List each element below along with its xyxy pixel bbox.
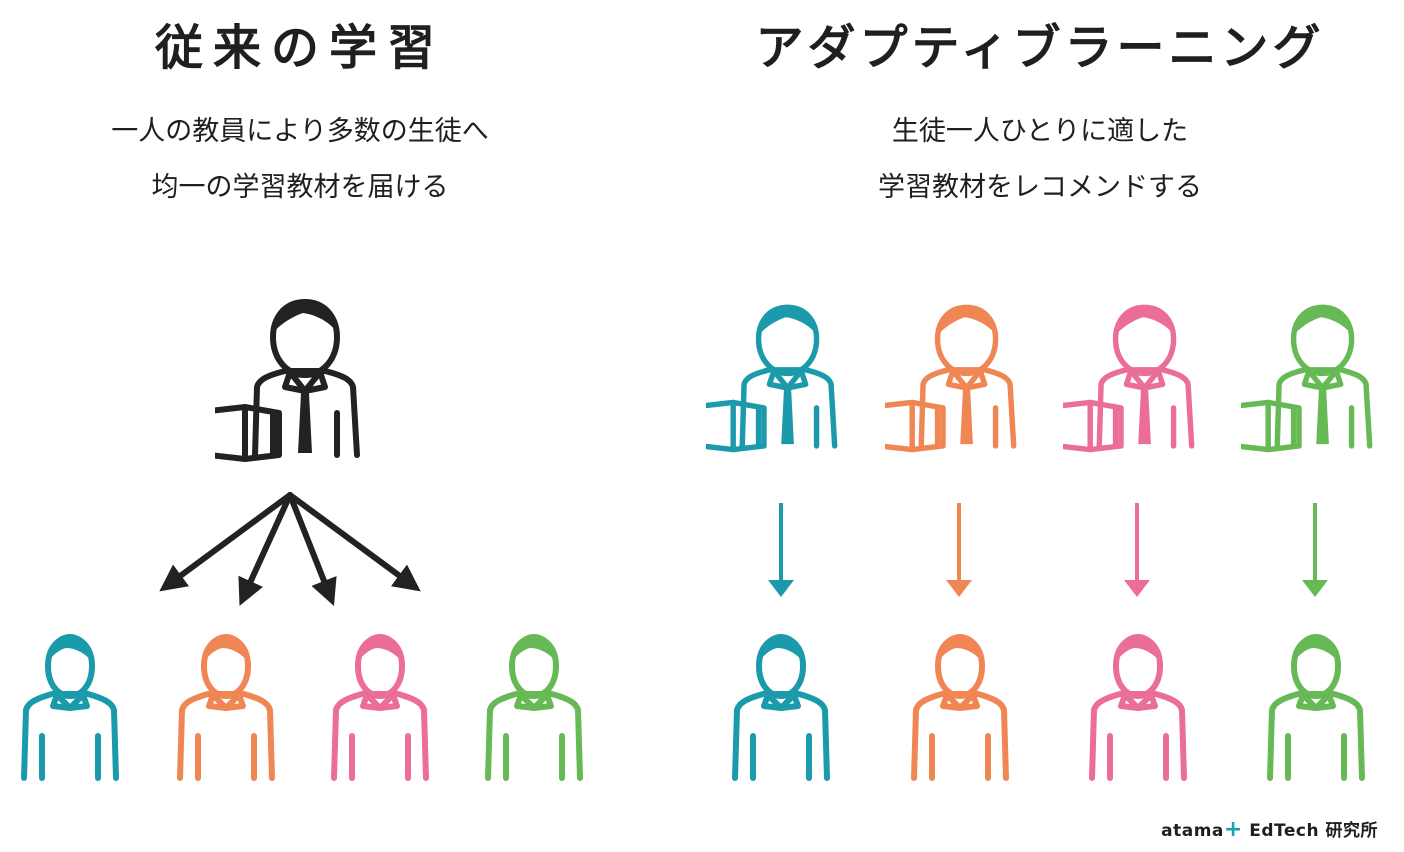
student-icon [1270,634,1362,778]
teacher-with-book-icon [880,305,1014,450]
left-description-line-1: 一人の教員により多数の生徒へ [111,116,489,147]
arrow-icon [287,492,337,607]
student-icon [180,634,272,778]
arrow-icon [1302,503,1328,597]
brand-name: atama [1161,821,1224,841]
arrow-icon [287,492,421,592]
student-icon [24,634,116,778]
right-description: 生徒一人ひとりに適した 学習教材をレコメンドする [740,104,1340,216]
student-icon [334,634,426,778]
left-description-line-2: 均一の学習教材を届ける [151,172,449,203]
arrow-icon [1124,503,1150,597]
left-description: 一人の教員により多数の生徒へ 均一の学習教材を届ける [0,104,600,216]
student-icon [735,634,827,778]
arrow-icon [768,503,794,597]
teacher-with-book-icon [1236,305,1370,450]
broadcast-arrows [159,492,421,607]
right-description-line-1: 生徒一人ひとりに適した [891,116,1189,147]
brand-suffix: EdTech 研究所 [1242,821,1378,841]
right-title: アダプティブラーニング [755,20,1325,76]
arrow-icon [159,492,293,592]
left-title: 従来の学習 [154,20,445,76]
brand-plus: + [1223,817,1243,842]
teacher-with-book-icon [1058,305,1192,450]
teacher-with-book-icon [701,305,835,450]
arrow-icon [946,503,972,597]
student-icon [914,634,1006,778]
brand-logo: atama+ EdTech 研究所 [1161,816,1378,842]
teacher-with-book-icon [209,299,357,459]
student-icon [1092,634,1184,778]
right-description-line-2: 学習教材をレコメンドする [878,172,1202,203]
arrow-icon [238,492,293,606]
student-icon [488,634,580,778]
